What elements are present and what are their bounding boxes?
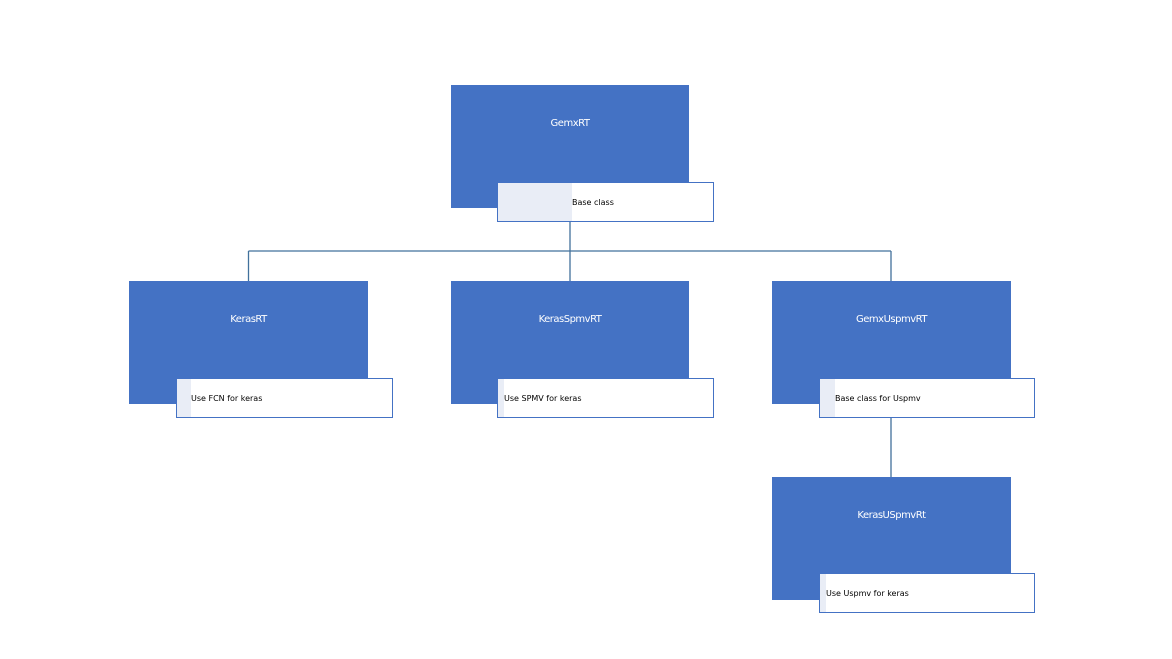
node-kerasrt-title: KerasRT — [230, 314, 267, 325]
note-gemxuspmvrt-text: Base class for Uspmv — [835, 393, 921, 403]
note-gemxrt-shade — [498, 183, 572, 221]
note-kerasrt-text: Use FCN for keras — [191, 393, 263, 403]
note-kerasrt-shade — [177, 379, 191, 417]
note-kerasrt: Use FCN for keras — [176, 378, 393, 418]
node-gemxrt-title: GemxRT — [550, 118, 590, 129]
node-kerasuspmvrt-title: KerasUSpmvRt — [857, 510, 926, 521]
note-gemxuspmvrt-shade — [820, 379, 835, 417]
node-kerasspmvrt-title: KerasSpmvRT — [538, 314, 602, 325]
note-gemxrt: Base class — [497, 182, 714, 222]
note-gemxuspmvrt: Base class for Uspmv — [819, 378, 1035, 418]
note-kerasuspmvrt-shade — [820, 574, 826, 612]
note-gemxrt-text: Base class — [572, 197, 614, 207]
note-kerasuspmvrt-text: Use Uspmv for keras — [826, 588, 909, 598]
note-kerasspmvrt-text: Use SPMV for keras — [504, 393, 582, 403]
note-kerasuspmvrt: Use Uspmv for keras — [819, 573, 1035, 613]
node-gemxuspmvrt-title: GemxUspmvRT — [856, 314, 927, 325]
note-kerasspmvrt-shade — [498, 379, 504, 417]
note-kerasspmvrt: Use SPMV for keras — [497, 378, 714, 418]
